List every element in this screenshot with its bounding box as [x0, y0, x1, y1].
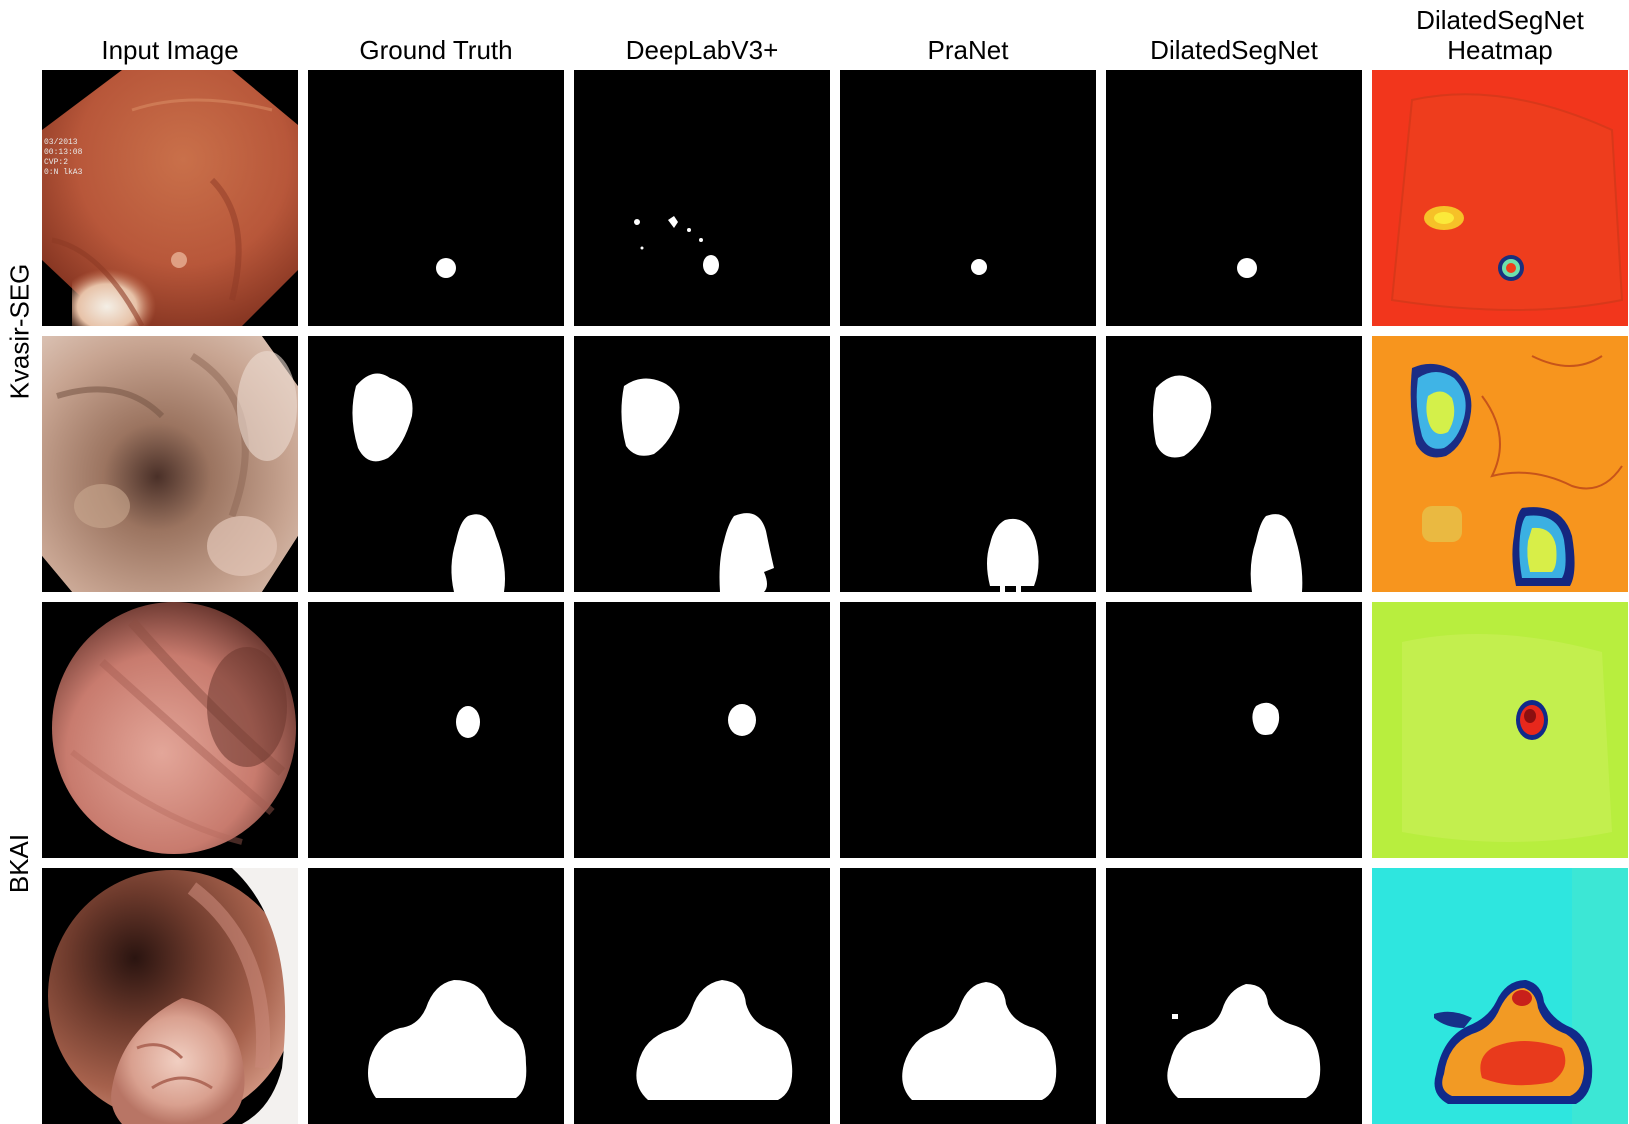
- mask-pranet-bkai-1: [840, 602, 1096, 858]
- column-header-input-image: Input Image: [101, 35, 239, 65]
- heatmap-kvasir-1: [1372, 70, 1628, 326]
- row-group-bkai: BKAI: [4, 833, 35, 893]
- mask-dilatedsegnet-kvasir-2: [1106, 336, 1362, 592]
- mask-ground-truth-kvasir-2: [308, 336, 564, 592]
- mask-ground-truth-kvasir-1: [308, 70, 564, 326]
- input-image-bkai-1: [42, 602, 298, 858]
- row-group-kvasir-seg: Kvasir-SEG: [4, 263, 35, 399]
- heatmap-bkai-2: [1372, 868, 1628, 1124]
- mask-dilatedsegnet-bkai-1: [1106, 602, 1362, 858]
- heatmap-bkai-1: [1372, 602, 1628, 858]
- mask-dilatedsegnet-kvasir-1: [1106, 70, 1362, 326]
- heatmap-kvasir-2: [1372, 336, 1628, 592]
- input-image-kvasir-2: [42, 336, 298, 592]
- column-header-deeplabv3plus: DeepLabV3+: [625, 35, 779, 65]
- mask-pranet-kvasir-1: [840, 70, 1096, 326]
- mask-dilatedsegnet-bkai-2: [1106, 868, 1362, 1124]
- input-image-bkai-2: [42, 868, 298, 1124]
- mask-deeplabv3plus-bkai-2: [574, 868, 830, 1124]
- mask-pranet-bkai-2: [840, 868, 1096, 1124]
- column-header-heatmap: DilatedSegNet Heatmap: [1416, 5, 1584, 65]
- mask-ground-truth-bkai-2: [308, 868, 564, 1124]
- column-header-dilatedsegnet: DilatedSegNet: [1150, 35, 1318, 65]
- mask-deeplabv3plus-kvasir-2: [574, 336, 830, 592]
- mask-deeplabv3plus-kvasir-1: [574, 70, 830, 326]
- mask-deeplabv3plus-bkai-1: [574, 602, 830, 858]
- column-header-ground-truth: Ground Truth: [359, 35, 513, 65]
- mask-ground-truth-bkai-1: [308, 602, 564, 858]
- input-image-kvasir-1: 03/2013 00:13:08 CVP:2 0:N lkA3: [42, 70, 298, 326]
- column-header-pranet: PraNet: [927, 35, 1009, 65]
- mask-pranet-kvasir-2: [840, 336, 1096, 592]
- osd-overlay: 03/2013 00:13:08 CVP:2 0:N lkA3: [44, 138, 83, 177]
